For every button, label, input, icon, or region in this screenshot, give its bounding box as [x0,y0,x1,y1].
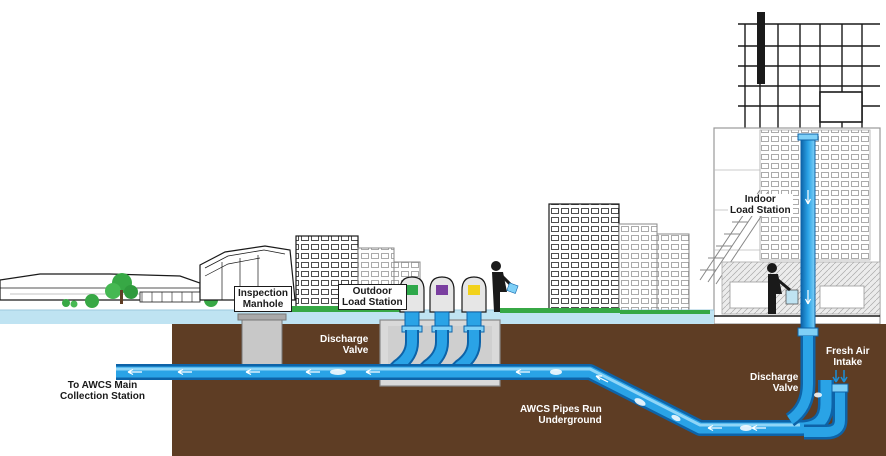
label-inspection-manhole: Inspection Manhole [234,286,293,312]
label-outdoor-load-station: Outdoor Load Station [338,284,407,310]
mid-office-building [295,235,421,309]
label-to-main-collection: To AWCS Main Collection Station [60,380,145,402]
label-fresh-air-intake: Fresh Air Intake [826,346,870,368]
label-indoor-load-station: Indoor Load Station [728,194,793,216]
person-outdoor [491,261,519,312]
inspection-manhole [237,313,287,369]
ground-strip [0,310,714,324]
outdoor-inlets [399,276,487,313]
inlet-purple [429,276,455,313]
fresh-air-arrows [832,370,848,383]
person-indoor [767,263,791,314]
inlet-yellow [461,276,487,313]
label-pipes-run-underground: AWCS Pipes Run Underground [520,404,602,426]
label-discharge-valve-right: Discharge Valve [750,372,799,394]
awcs-pipes [116,133,849,440]
trees-left [62,273,218,308]
label-discharge-valve-left: Discharge Valve [320,334,369,356]
left-low-buildings [0,273,201,303]
right-tower [699,12,881,325]
tall-apartment-building [548,203,690,311]
flow-arrows [127,190,812,432]
